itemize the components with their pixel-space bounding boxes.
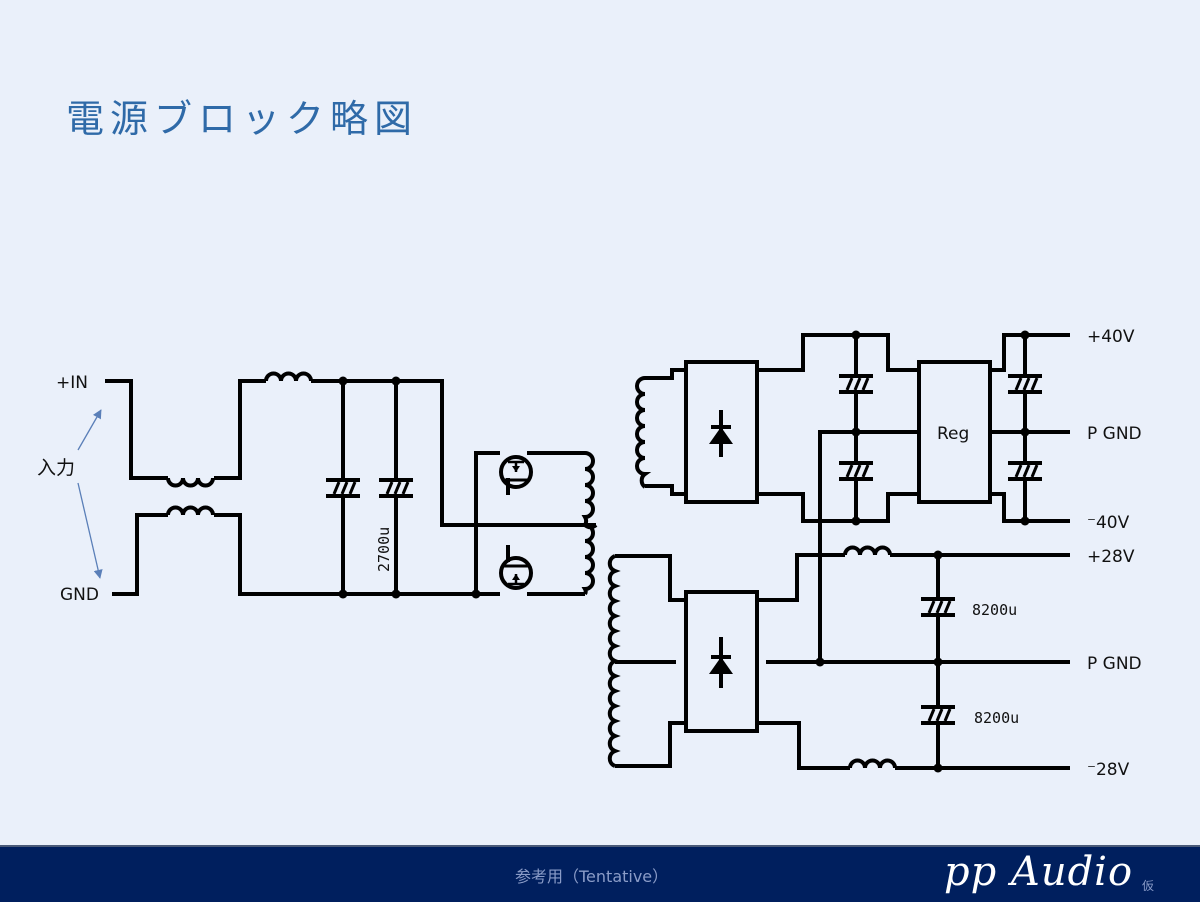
regulator-label: Reg [937,424,969,444]
input-cap-value: 2700u [375,527,393,572]
capacitor-icon [837,374,875,394]
footer-bar: 参考用（Tentative） pp Audio 仮 [0,845,1200,902]
junction-dots [338,330,1030,773]
diode-bridge-icon-lower [709,637,733,688]
power-block-schematic: +IN GND 入力 2700u Reg 8200u 8200u +40V P … [37,327,1142,780]
inductor-icon [264,371,313,382]
output-cap-upper-value: 8200u [972,601,1017,619]
input-annotation: 入力 [37,457,75,479]
common-mode-choke-icon [166,477,215,516]
brand-logo: pp Audio [944,849,1134,895]
input-wiring [105,379,476,596]
output-label-pgnd-top: P GND [1087,424,1142,444]
capacitor-icon [837,461,875,481]
diode-bridge-icon-upper [709,410,733,457]
capacitor-icon [1006,374,1044,394]
output-label-pgnd-bottom: P GND [1087,654,1142,674]
page-title: 電源ブロック略図 [66,97,419,141]
input-plus-label: +IN [56,373,88,393]
input-capacitor-icon [324,478,362,498]
input-capacitor-icon [377,478,415,498]
output-label-pos40: +40V [1087,327,1135,347]
input-gnd-label: GND [60,585,99,605]
capacitor-icon [919,597,957,617]
capacitor-icon [1006,461,1044,481]
brand-sub: 仮 [1142,879,1155,893]
output-cap-lower-value: 8200u [974,709,1019,727]
output-label-neg40: ⁻40V [1087,513,1130,533]
output-label-pos28: +28V [1087,547,1135,567]
footer-note: 参考用（Tentative） [515,867,669,886]
output-label-neg28: ⁻28V [1087,760,1130,780]
capacitor-icon [919,705,957,725]
input-arrows [77,409,103,579]
